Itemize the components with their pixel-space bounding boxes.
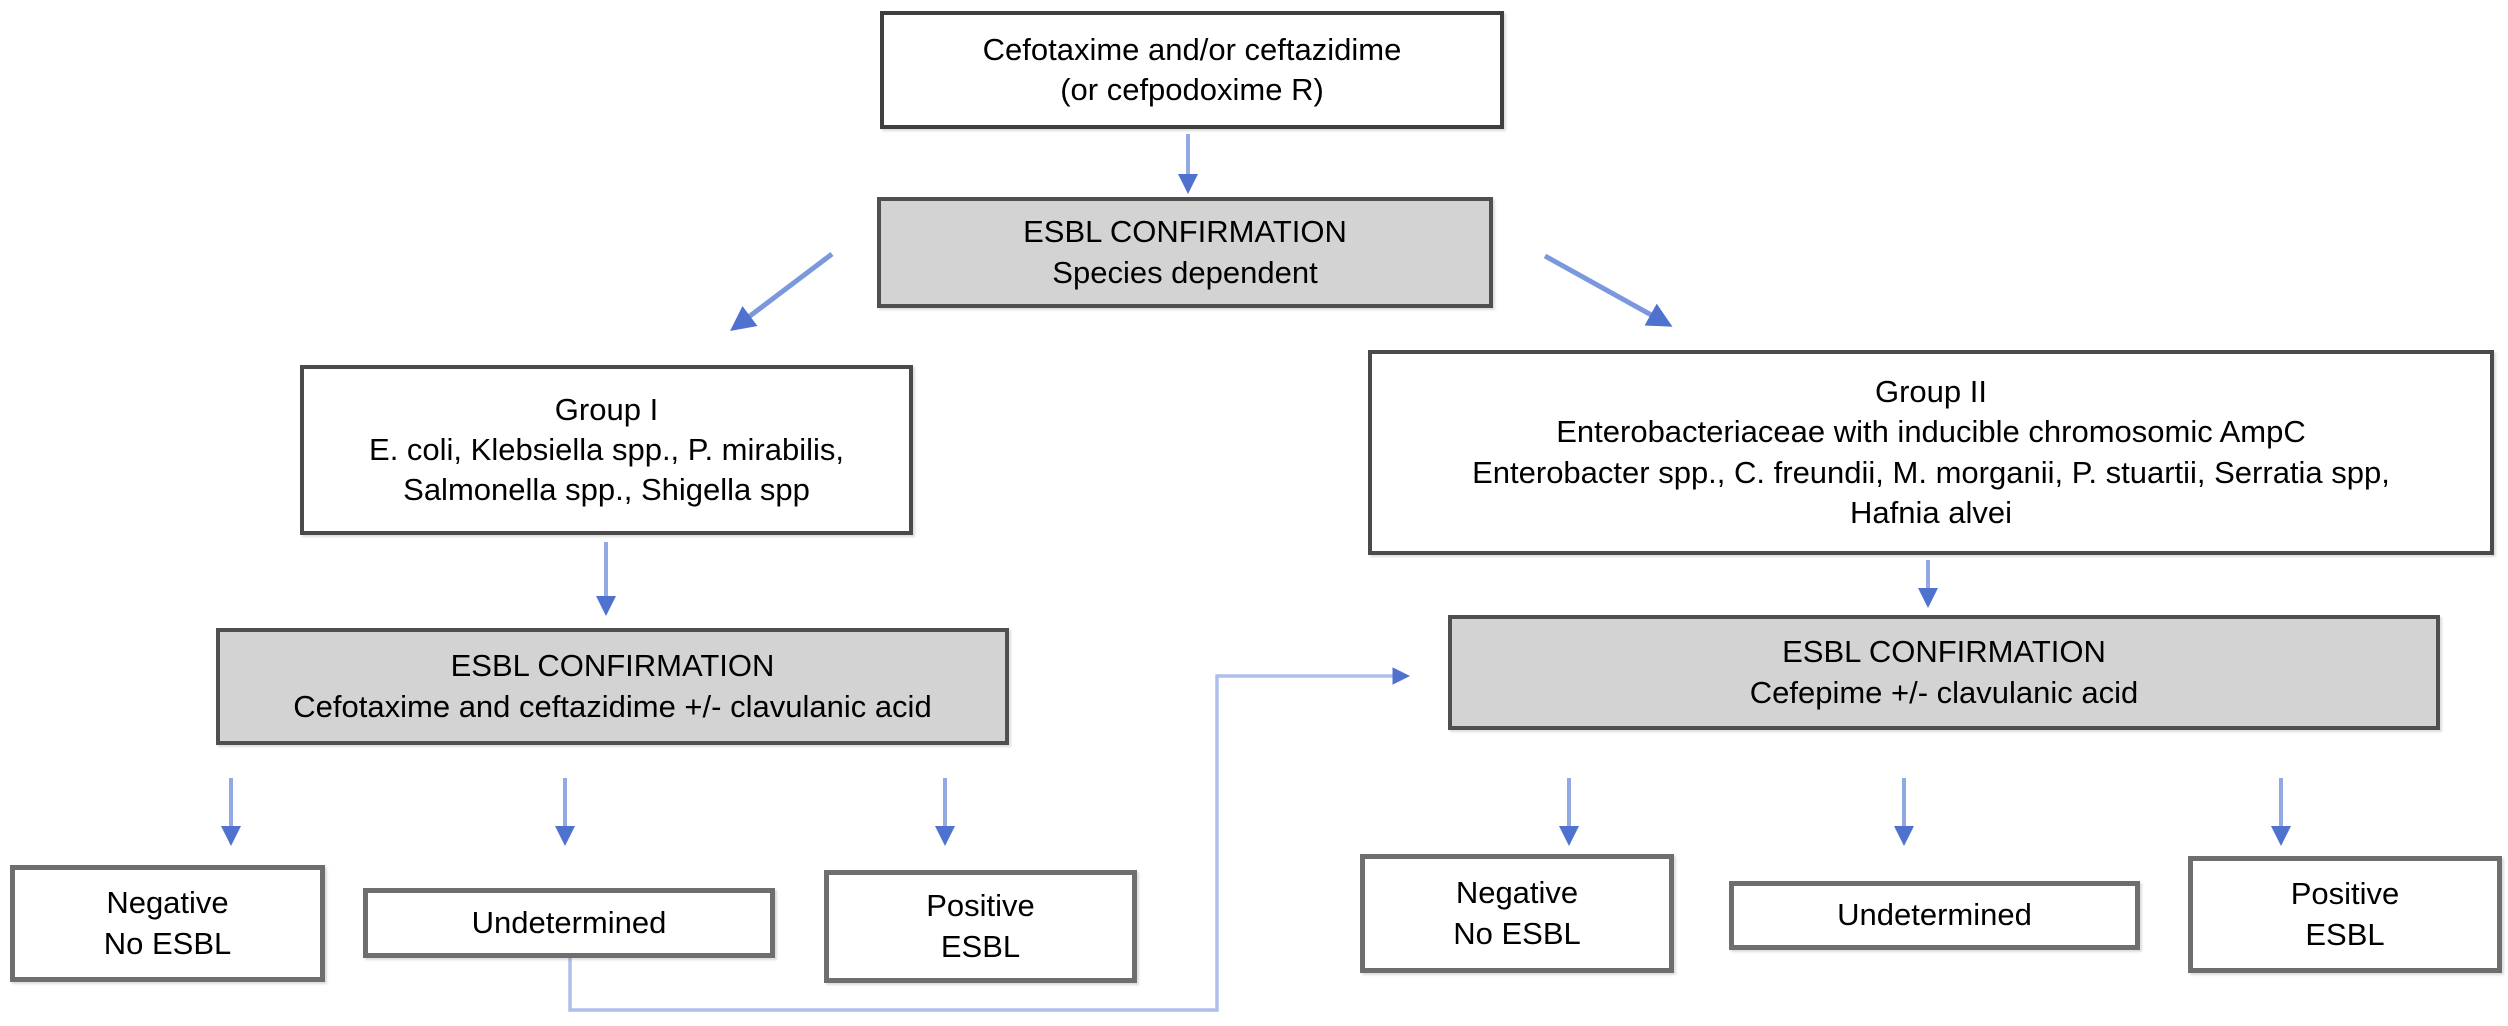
node-text-line: Group II xyxy=(1875,373,1987,409)
flow-node-screening-result: Cefotaxime and/or ceftazidime (or cefpod… xyxy=(880,11,1504,129)
node-text-line: Group I xyxy=(554,391,659,427)
node-text-line: Cefepime +/- clavulanic acid xyxy=(1749,674,2139,710)
flow-node-positive-group1: Positive ESBL xyxy=(824,870,1137,983)
node-text-line: Cefotaxime and ceftazidime +/- clavulani… xyxy=(293,688,932,724)
arrow-species-to-group2 xyxy=(1543,253,1673,327)
node-text-line: ESBL CONFIRMATION xyxy=(1782,634,2106,670)
node-text-line: Cefotaxime and/or ceftazidime xyxy=(982,31,1402,67)
node-text-line: Undetermined xyxy=(471,904,667,940)
flow-node-undetermined-group1: Undetermined xyxy=(363,888,775,958)
node-text-line: No ESBL xyxy=(1453,915,1581,951)
flow-node-undetermined-group2: Undetermined xyxy=(1729,881,2140,950)
node-text-line: ESBL xyxy=(940,928,1021,964)
node-text-line: ESBL CONFIRMATION xyxy=(1023,214,1347,250)
node-text-line: Negative xyxy=(106,885,229,921)
node-text-line: Negative xyxy=(1455,875,1579,911)
flow-node-esbl-confirmation-group2: ESBL CONFIRMATION Cefepime +/- clavulani… xyxy=(1448,615,2440,730)
arrow-species-to-group1 xyxy=(730,252,834,332)
node-text-line: Enterobacter spp., C. freundii, M. morga… xyxy=(1472,454,2390,490)
flow-node-negative-group1: Negative No ESBL xyxy=(10,865,325,982)
node-text-line: Positive xyxy=(2290,876,2400,912)
flow-node-esbl-confirmation-species: ESBL CONFIRMATION Species dependent xyxy=(877,197,1493,308)
flow-node-group2: Group II Enterobacteriaceae with inducib… xyxy=(1368,350,2494,555)
node-text-line: Enterobacteriaceae with inducible chromo… xyxy=(1556,414,2306,450)
node-text-line: Hafnia alvei xyxy=(1850,494,2012,530)
node-text-line: E. coli, Klebsiella spp., P. mirabilis, xyxy=(369,431,844,467)
flow-node-negative-group2: Negative No ESBL xyxy=(1360,854,1674,973)
flow-node-group1: Group I E. coli, Klebsiella spp., P. mir… xyxy=(300,365,913,535)
node-text-line: ESBL CONFIRMATION xyxy=(450,648,775,684)
node-text-line: Salmonella spp., Shigella spp xyxy=(403,472,810,508)
node-text-line: No ESBL xyxy=(103,925,232,961)
node-text-line: Undetermined xyxy=(1837,897,2032,933)
flow-node-positive-group2: Positive ESBL xyxy=(2188,856,2502,973)
node-text-line: Positive xyxy=(926,888,1035,924)
node-text-line: (or cefpodoxime R) xyxy=(1060,72,1324,107)
flow-node-esbl-confirmation-group1: ESBL CONFIRMATION Cefotaxime and ceftazi… xyxy=(216,628,1009,745)
node-text-line: ESBL xyxy=(2305,916,2385,952)
node-text-line: Species dependent xyxy=(1052,254,1318,290)
